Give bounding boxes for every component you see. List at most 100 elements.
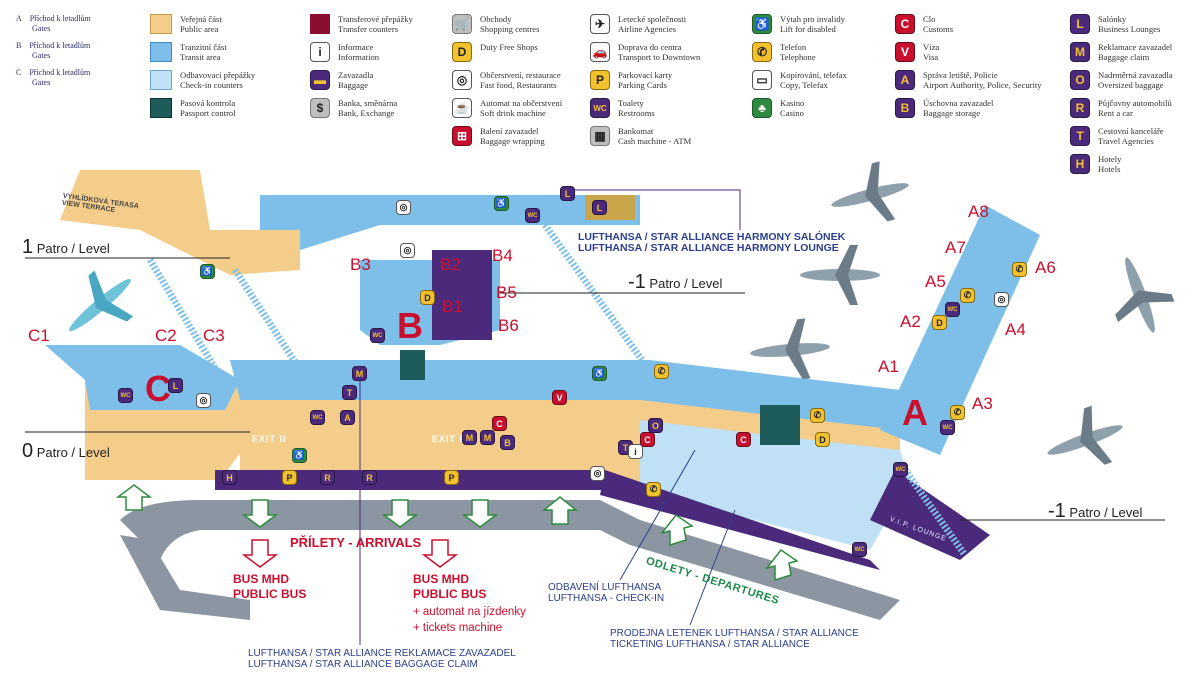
legend-en: Parking Cards — [618, 80, 667, 90]
exit-arrow-down-2 — [381, 499, 419, 528]
exit-2-label: EXIT II — [252, 434, 287, 444]
restaurant-icon: ◎ — [590, 466, 605, 481]
legend-en: Baggage — [338, 80, 369, 90]
legend-en: Soft drink machine — [480, 108, 546, 118]
level-text: Patro / Level — [1069, 505, 1143, 520]
legend-cz: Automat na občerstvení — [480, 98, 563, 108]
gate-label-a2: A2 — [900, 312, 921, 331]
exit-1-label: EXIT I — [432, 434, 464, 444]
legend-cz: Toalety — [618, 98, 644, 108]
legend-cz: Správa letiště, Policie — [923, 70, 998, 80]
gate-label-b3: B3 — [350, 255, 371, 274]
telephone-icon: ✆ — [654, 364, 669, 379]
shopping-cart-icon: 🛒 — [452, 14, 472, 34]
arrivals-label: PŘÍLETY - ARRIVALS — [290, 535, 422, 550]
passport-control-block-2 — [400, 350, 425, 380]
walkway-1 — [146, 258, 229, 387]
rent-a-car-icon: R — [362, 470, 377, 485]
restaurant-icon: ◎ — [452, 70, 472, 90]
restroom-icon: WC — [525, 208, 540, 223]
view-terrace — [60, 170, 300, 275]
business-lounge-icon: L — [168, 378, 183, 393]
legend-en: Travel Agencies — [1098, 136, 1154, 146]
legend-en: Passport control — [180, 108, 236, 118]
baggage-storage-icon: B — [500, 435, 515, 450]
gate-label-c1: C1 — [28, 326, 50, 345]
legend-en: Baggage wrapping — [480, 136, 545, 146]
legend-en: Copy, Telefax — [780, 80, 828, 90]
baggage-claim-en: LUFTHANSA / STAR ALLIANCE BAGGAGE CLAIM — [248, 659, 478, 670]
legend-en: Lift for disabled — [780, 24, 836, 34]
oversized-baggage-icon: O — [1070, 70, 1090, 90]
restroom-icon: WC — [945, 302, 960, 317]
visa-icon: V — [552, 390, 567, 405]
terminal-c-transit-area — [45, 345, 240, 410]
aircraft-group — [69, 161, 1175, 465]
legend-cz: Obchody — [480, 14, 512, 24]
legend-cz: Clo — [923, 14, 936, 24]
wheelchair-lift-icon: ♿ — [200, 264, 215, 279]
aircraft-icon — [69, 270, 134, 332]
duty-free-icon: D — [452, 42, 472, 62]
ticket-line2: + tickets machine — [413, 622, 503, 634]
aircraft-icon — [831, 161, 909, 222]
gate-label-c2: C2 — [155, 326, 177, 345]
travel-agency-icon: T — [342, 385, 357, 400]
airline-agency-icon: ✈ — [590, 14, 610, 34]
restroom-icon: WC — [940, 420, 955, 435]
walkway-4 — [902, 467, 968, 558]
legend-en: Baggage storage — [923, 108, 981, 118]
entry-arrow-up-3 — [660, 513, 694, 547]
legend-cz: Transferové přepážky — [338, 14, 413, 24]
entry-arrow-up-4 — [765, 548, 799, 582]
checkin-en: LUFTHANSA - CHECK-IN — [548, 593, 665, 604]
legend-gate-cz: Příchod k letadlům — [29, 68, 91, 77]
legend-en: Transfer counters — [338, 24, 399, 34]
bus-line2: PUBLIC BUS — [413, 587, 487, 601]
entry-arrow-up-2 — [115, 484, 153, 511]
legend-cz: Zavazadla — [338, 70, 374, 80]
legend-gate-letter: A — [16, 14, 22, 23]
walkway-3 — [542, 222, 663, 388]
gate-label-a1: A1 — [878, 357, 899, 376]
passport-control-swatch — [150, 98, 172, 118]
vip-lounge — [870, 470, 990, 560]
legend-gate-cz: Příchod k letadlům — [29, 41, 91, 50]
legend-gate-cz: Příchod k letadlům — [29, 14, 91, 23]
legend-gate-letter: C — [16, 68, 22, 77]
customs-icon: C — [492, 416, 507, 431]
parking-card-icon: P — [444, 470, 459, 485]
aircraft-icon — [1115, 257, 1175, 333]
bus-line1: BUS MHD — [413, 572, 469, 586]
copy-telefax-icon: ▭ — [752, 70, 772, 90]
atm-icon: ▦ — [590, 126, 610, 146]
telephone-icon: ✆ — [1012, 262, 1027, 277]
legend-en: Telephone — [780, 52, 816, 62]
legend-gate-en: Gates — [32, 78, 51, 87]
baggage-claim-icon: M — [352, 366, 367, 381]
casino-icon: ♣ — [752, 98, 772, 118]
business-lounge-icon: L — [592, 200, 607, 215]
legend-en: Customs — [923, 24, 954, 34]
legend-cz: Víza — [923, 42, 940, 52]
